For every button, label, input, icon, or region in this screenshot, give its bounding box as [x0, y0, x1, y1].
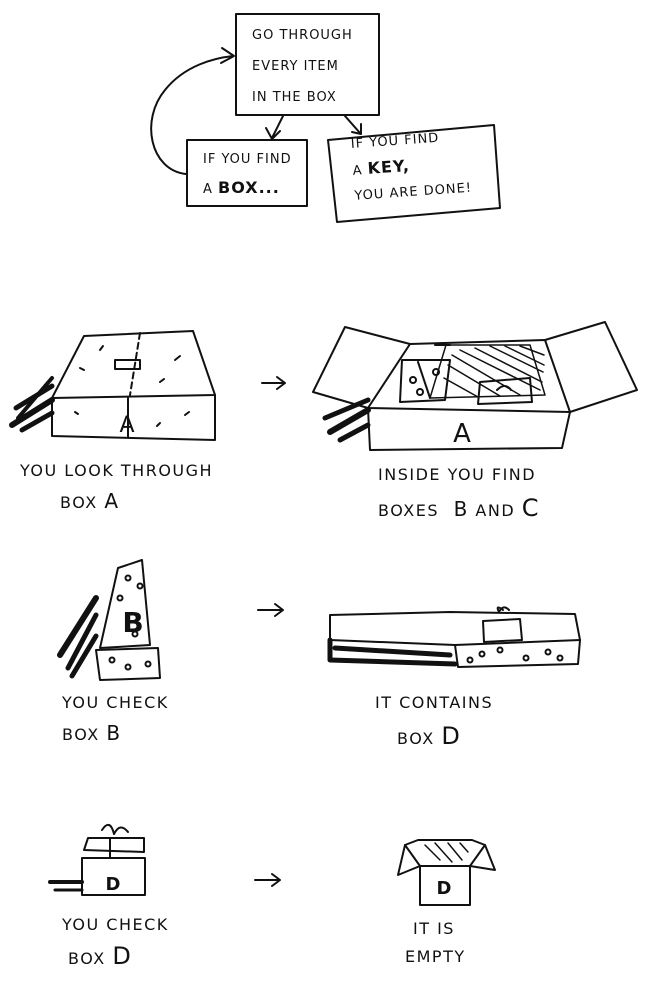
box-a-open-drawing	[312, 321, 638, 451]
step1-arrow-drawing	[261, 376, 286, 390]
step3-left-caption: YOU CHECK BOX D	[62, 914, 242, 972]
step2-left-line1: YOU CHECK	[62, 693, 169, 712]
box-d-gift-drawing	[48, 823, 146, 896]
flow-top-line-2: EVERY ITEM	[252, 59, 339, 74]
flow-right-box-text: IF YOU FIND A KEY, YOU ARE DONE!	[350, 124, 473, 209]
step3-arrow-drawing	[254, 873, 281, 887]
step1-right-caption: INSIDE YOU FIND BOXES B AND C	[378, 464, 618, 524]
step2-left-letter: B	[106, 720, 122, 745]
flow-right-box	[327, 124, 501, 223]
step3-left-letter: D	[112, 941, 133, 970]
flow-left-line-1: IF YOU FIND	[203, 152, 292, 167]
step3-left-line1: YOU CHECK	[62, 915, 169, 934]
step2-left-box-word: BOX	[62, 724, 100, 744]
step1-right-letter-b: B	[453, 496, 469, 521]
step2-right-letter: D	[441, 721, 462, 750]
step3-right-line2: EMPTY	[405, 946, 466, 966]
flow-left-ellipsis: ...	[258, 178, 280, 197]
step3-left-line2: BOX D	[62, 940, 242, 972]
flow-top-box	[235, 13, 380, 116]
step2-right-line2: BOX D	[375, 720, 595, 752]
box-a-open-letter: A	[453, 419, 471, 449]
step2-arrow-drawing	[257, 603, 284, 617]
flow-left-line-2: A BOX...	[203, 174, 292, 204]
step1-left-box-word: BOX	[60, 492, 98, 512]
flow-left-box	[186, 139, 308, 207]
flow-left-prefix: A	[203, 182, 219, 197]
flow-right-prefix: A	[352, 162, 369, 179]
flow-left-box-word: BOX	[218, 178, 259, 197]
step2-right-line1: IT CONTAINS	[375, 693, 494, 712]
step1-left-caption: YOU LOOK THROUGH BOX A	[20, 460, 260, 515]
box-a-closed-letter: A	[119, 413, 134, 438]
step2-right-caption: IT CONTAINS BOX D	[375, 692, 595, 752]
box-b-letter: B	[122, 606, 143, 639]
step2-right-box-word: BOX	[397, 728, 435, 748]
box-d-empty-letter: D	[437, 878, 452, 899]
flow-loop-arrow	[150, 55, 234, 175]
step1-right-boxes-word: BOXES	[378, 500, 439, 520]
flow-right-comma: ,	[402, 155, 411, 176]
box-d-empty-drawing	[397, 839, 496, 906]
box-b-long-drawing	[327, 606, 581, 668]
step3-right-caption: IT IS EMPTY	[405, 918, 545, 967]
flow-left-box-text: IF YOU FIND A BOX...	[203, 146, 292, 204]
step1-right-and: AND	[475, 500, 516, 520]
step1-left-line1: YOU LOOK THROUGH	[20, 461, 214, 480]
step3-right-line1: IT IS	[413, 919, 455, 938]
box-d-gift-letter: D	[106, 874, 121, 895]
step1-right-line1: INSIDE YOU FIND	[378, 465, 537, 484]
step2-left-line2: BOX B	[62, 720, 242, 747]
step1-right-letter-c: C	[521, 493, 541, 522]
flow-arrow-right	[344, 115, 361, 134]
step3-left-box-word: BOX	[68, 948, 106, 968]
step2-left-caption: YOU CHECK BOX B	[62, 692, 242, 747]
step1-left-line2: BOX A	[20, 488, 260, 515]
flow-arrow-left	[271, 115, 284, 139]
flow-top-line-1: GO THROUGH	[252, 28, 353, 43]
step1-left-letter: A	[104, 488, 120, 513]
box-b-drawing	[57, 559, 161, 681]
box-a-closed-drawing	[9, 330, 216, 441]
flow-top-box-text: GO THROUGH EVERY ITEM IN THE BOX	[252, 20, 353, 113]
step1-right-line2: BOXES B AND C	[378, 492, 618, 524]
flow-right-key-word: KEY	[366, 156, 404, 178]
flow-top-line-3: IN THE BOX	[252, 90, 337, 105]
